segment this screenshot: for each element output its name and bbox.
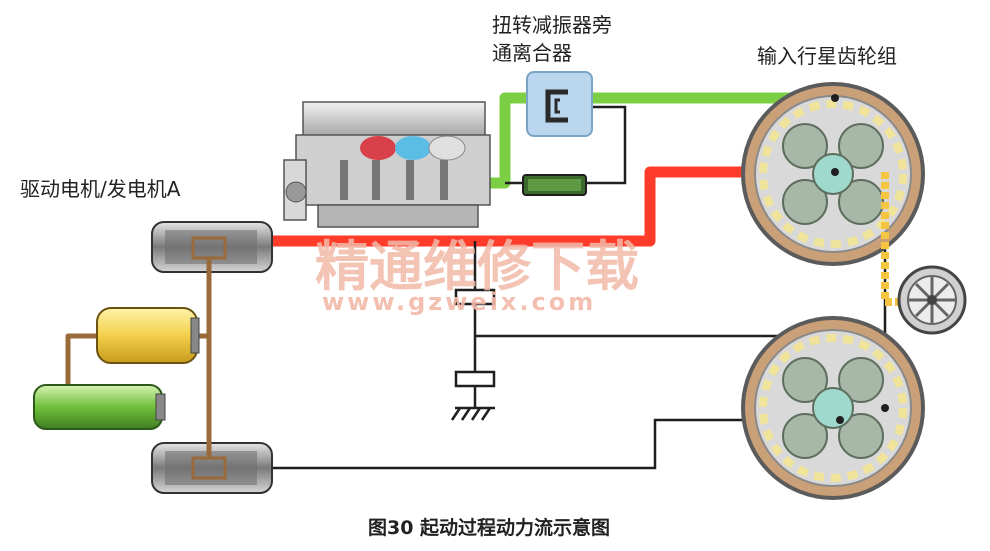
figure-caption: 图30 起动过程动力流示意图 <box>368 516 610 539</box>
engine <box>283 101 491 228</box>
motor-a-label: 驱动电机/发电机A <box>20 177 181 201</box>
battery <box>33 384 166 430</box>
motor-generator-a <box>151 221 273 273</box>
damper-clutch-label-line1: 扭转减振器旁 <box>492 13 612 37</box>
motor-generator-b <box>151 442 273 494</box>
input-planetary-label: 输入行星齿轮组 <box>757 44 897 68</box>
bypass-clutch <box>526 71 593 137</box>
damper-clutch-label-line2: 通离合器 <box>492 41 572 65</box>
brake-symbol-upper <box>454 288 496 306</box>
output-planetary-gearset <box>741 316 925 500</box>
wheel-icon <box>897 265 967 335</box>
input-planetary-gearset <box>741 82 925 266</box>
torsional-damper <box>522 174 587 196</box>
watermark-text: 精通维修下载 <box>315 235 639 298</box>
inverter <box>96 307 200 364</box>
watermark-url: www.gzweix.com <box>322 288 596 316</box>
brake-symbol-lower <box>450 370 496 421</box>
